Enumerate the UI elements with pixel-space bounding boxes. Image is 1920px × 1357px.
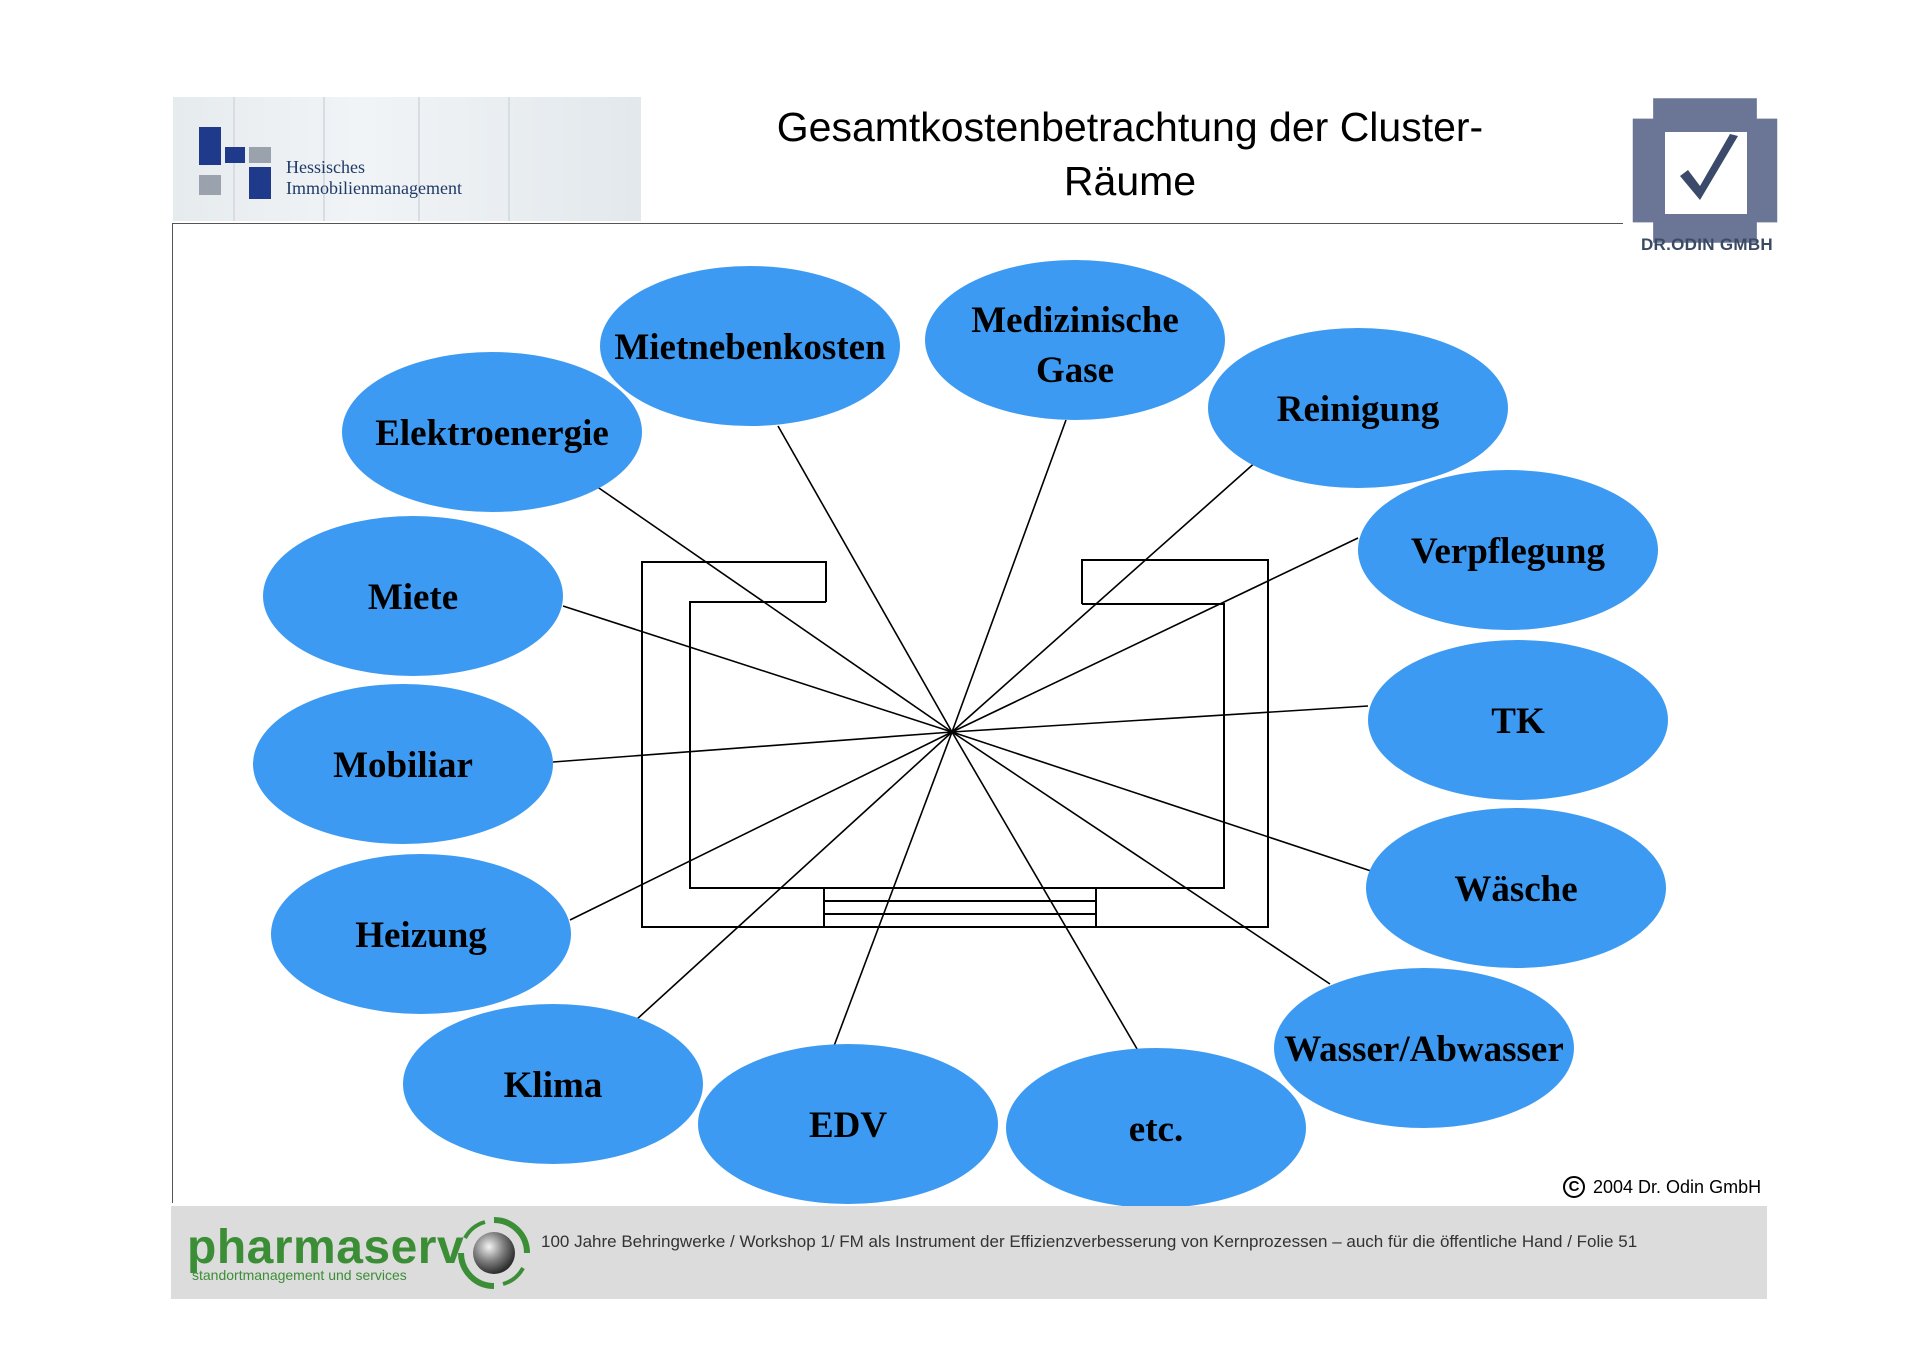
bubble-label-heizung: Heizung [355, 915, 487, 956]
bubble-reinigung: Reinigung [1208, 328, 1508, 488]
connector-edv [833, 731, 953, 1047]
bubble-wasser-abwasser: Wasser/Abwasser [1274, 968, 1574, 1128]
title-line1: Gesamtkostenbetrachtung der Cluster- [776, 104, 1484, 150]
bubble-label-verpflegung: Verpflegung [1411, 531, 1605, 572]
logo-left-line2: Immobilienmanagement [286, 178, 462, 198]
bubble-tk: TK [1368, 640, 1668, 800]
logo-left-text: Hessisches Immobilienmanagement [286, 157, 462, 199]
bubble-label-reinigung: Reinigung [1277, 389, 1440, 430]
bubble-shape-tk [1368, 640, 1668, 800]
bubble-label-waesche: Wäsche [1454, 869, 1577, 910]
connector-mobiliar [552, 731, 953, 763]
bubble-label-mietnebenkosten: Mietnebenkosten [614, 327, 886, 368]
bubble-label-klima: Klima [504, 1065, 603, 1106]
bubble-edv: EDV [698, 1044, 998, 1204]
bubble-label-line2: Gase [1036, 350, 1114, 391]
connector-medizinische-gase [951, 419, 1067, 733]
bubble-shape-miete [263, 516, 563, 676]
bubble-label-line1: Medizinische [971, 300, 1179, 341]
copyright-notice: C 2004 Dr. Odin GmbH [1563, 1176, 1761, 1198]
bubble-shape-waesche [1366, 808, 1666, 968]
connector-wasser-abwasser [951, 731, 1331, 985]
bubble-mobiliar: Mobiliar [253, 684, 553, 844]
bubble-shape-heizung [271, 854, 571, 1014]
bubble-verpflegung: Verpflegung [1358, 470, 1658, 630]
pharmaserv-globe-icon [458, 1217, 530, 1289]
footer-bar: pharmaserv standortmanagement und servic… [171, 1206, 1767, 1299]
bubble-shape-verpflegung [1358, 470, 1658, 630]
connector-mietnebenkosten [777, 425, 953, 733]
bubble-label-etc: etc. [1129, 1109, 1183, 1150]
footer-caption: 100 Jahre Behringwerke / Workshop 1/ FM … [541, 1232, 1638, 1251]
hi-logo-mark-icon [199, 127, 279, 199]
connector-reinigung [951, 459, 1259, 733]
copyright-icon: C [1563, 1176, 1585, 1198]
bubble-elektroenergie: Elektroenergie [342, 352, 642, 512]
bubble-miete: Miete [263, 516, 563, 676]
logo-left-line1: Hessisches [286, 157, 365, 177]
bubble-shape-wasser-abwasser [1274, 968, 1574, 1128]
connector-klima [635, 731, 953, 1021]
bubble-label-miete: Miete [368, 577, 458, 618]
pharmaserv-brand: pharmaserv [187, 1221, 465, 1274]
connector-miete [562, 605, 953, 733]
bubble-heizung: Heizung [271, 854, 571, 1014]
slide-title: Gesamtkostenbetrachtung der Cluster- Räu… [690, 100, 1570, 208]
left-divider [172, 223, 173, 1203]
bubble-klima: Klima [403, 1004, 703, 1164]
bubble-label-tk: TK [1491, 701, 1545, 742]
connector-heizung [569, 731, 953, 921]
bubble-shape-elektroenergie [342, 352, 642, 512]
bubble-shape-etc [1006, 1048, 1306, 1208]
bubble-label-mobiliar: Mobiliar [333, 745, 473, 786]
connector-lines [552, 419, 1375, 1055]
bubble-mietnebenkosten: Mietnebenkosten [600, 266, 900, 426]
bubble-label-wasser-abwasser: Wasser/Abwasser [1284, 1029, 1564, 1070]
bubble-shape-klima [403, 1004, 703, 1164]
bubble-etc: etc. [1006, 1048, 1306, 1208]
connector-verpflegung [951, 537, 1359, 733]
bubble-label-elektroenergie: Elektroenergie [375, 413, 609, 454]
connector-tk [951, 705, 1369, 733]
bubble-shape-mietnebenkosten [600, 266, 900, 426]
bubble-shape-medizinische-gase [925, 260, 1225, 420]
bubble-shape-reinigung [1208, 328, 1508, 488]
cost-bubbles: Elektroenergie Mietnebenkosten Medizinisch… [253, 260, 1668, 1208]
connector-etc [951, 731, 1141, 1055]
connector-waesche [951, 731, 1375, 873]
title-line2: Räume [1063, 158, 1197, 204]
bubble-waesche: Wäsche [1366, 808, 1666, 968]
bubble-label-edv: EDV [809, 1105, 887, 1146]
dr-odin-logo-icon [1632, 98, 1778, 243]
copyright-text: 2004 Dr. Odin GmbH [1593, 1176, 1762, 1197]
bubble-shape-edv [698, 1044, 998, 1204]
dr-odin-logo-text: DR.ODIN GMBH [1640, 235, 1774, 254]
cluster-room-floorplan [641, 559, 1269, 928]
hessisches-immobilienmanagement-logo: Hessisches Immobilienmanagement [173, 97, 641, 221]
bubble-shape-mobiliar [253, 684, 553, 844]
header-divider [173, 223, 1623, 224]
pharmaserv-subtitle: standortmanagement und services [192, 1267, 407, 1283]
connector-elektroenergie [595, 485, 953, 733]
